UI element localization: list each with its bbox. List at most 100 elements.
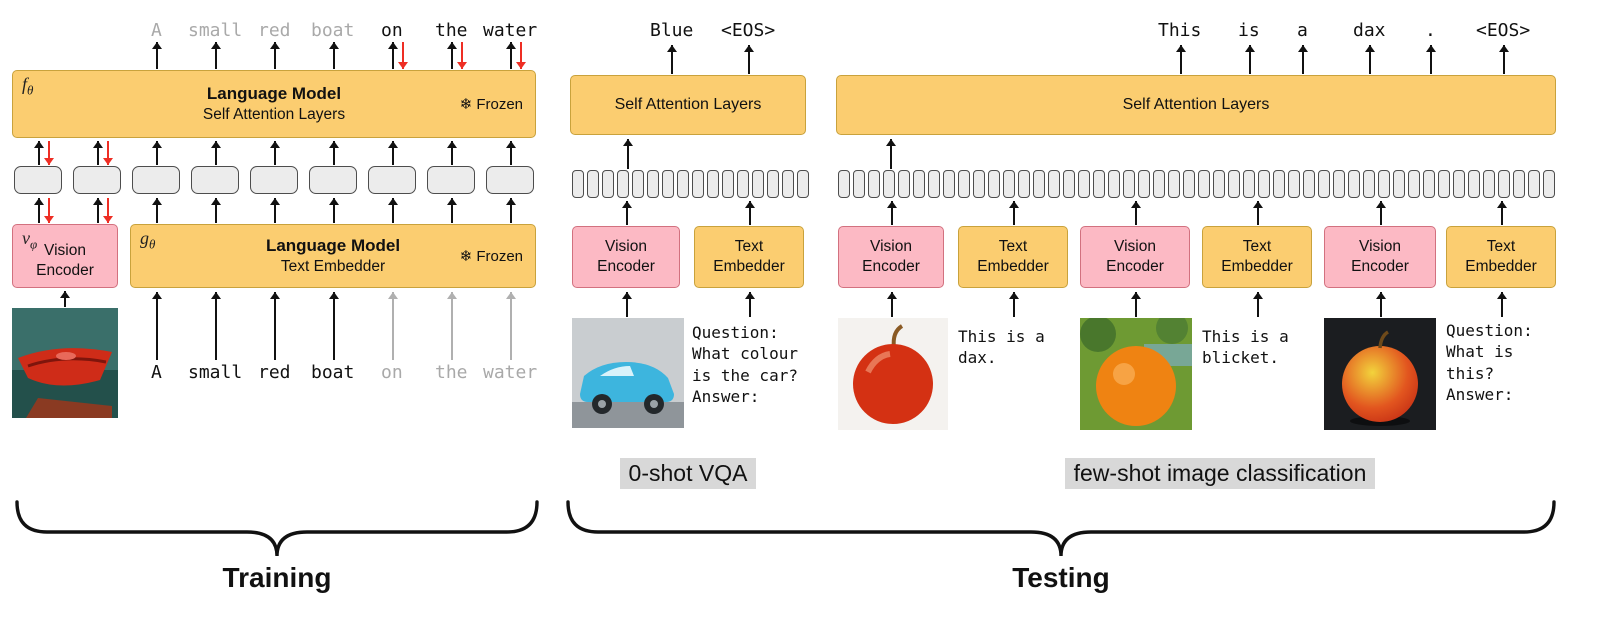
fewshot-caption-1: This is a dax. <box>958 327 1045 368</box>
embedding-token-slot <box>1303 170 1315 198</box>
flow-arrow <box>745 201 755 225</box>
fewshot-text-embedder-box-3: Text Embedder <box>1446 226 1556 288</box>
gradient-arrow <box>398 42 408 69</box>
frozen-badge: ❄ Frozen <box>459 248 523 265</box>
flow-arrow <box>93 198 103 223</box>
embedding-token-slot <box>928 170 940 198</box>
embedding-token-slot <box>14 166 62 194</box>
fewshot-vision-encoder-box-1: Vision Encoder <box>838 226 944 288</box>
embedding-token-slot <box>1048 170 1060 198</box>
embedding-token-slot <box>1183 170 1195 198</box>
fewshot-vision-encoder-box-3: Vision Encoder <box>1324 226 1436 288</box>
flow-arrow <box>1245 45 1255 74</box>
flow-arrow <box>388 42 398 69</box>
flow-arrow <box>622 292 632 317</box>
flow-arrow <box>388 198 398 223</box>
embedding-token-slot <box>1348 170 1360 198</box>
flow-arrow <box>152 42 162 69</box>
flow-arrow <box>152 292 162 360</box>
text-embedder-label: Text Embedder <box>713 237 785 275</box>
flow-arrow <box>1009 201 1019 225</box>
embedding-token-slot <box>617 170 629 198</box>
orange-photo <box>1080 318 1192 430</box>
flow-arrow <box>1298 45 1308 74</box>
self-attention-label: Self Attention Layers <box>1122 95 1270 113</box>
embedding-token-slot <box>853 170 865 198</box>
flow-arrow <box>1131 201 1141 225</box>
vqa-prompt-text: Question: What colour is the car? Answer… <box>692 323 798 407</box>
flow-arrow <box>506 198 516 223</box>
embedding-token-slot <box>368 166 416 194</box>
flow-arrow <box>447 141 457 165</box>
training-language-model-box: fθ Language Model Self Attention Layers … <box>12 70 536 138</box>
fewshot-embedding-row <box>838 170 1555 198</box>
embedding-token-slot <box>1033 170 1045 198</box>
flow-arrow <box>623 139 633 169</box>
flow-arrow <box>93 141 103 165</box>
input-token: A <box>151 362 162 383</box>
apple-photo <box>838 318 948 430</box>
flow-arrow <box>211 141 221 165</box>
embedding-token-slot <box>309 166 357 194</box>
flow-arrow <box>329 292 339 360</box>
vqa-vision-encoder-box: Vision Encoder <box>572 226 680 288</box>
apple2-illustration <box>1324 318 1436 430</box>
output-token: a <box>1297 20 1308 41</box>
flow-arrow <box>1253 201 1263 225</box>
training-text-embedder-box: gθ Language Model Text Embedder ❄ Frozen <box>130 224 536 288</box>
input-token: the <box>435 362 468 383</box>
flow-arrow <box>1376 201 1386 225</box>
embedding-token-slot <box>1513 170 1525 198</box>
flow-arrow <box>1497 292 1507 317</box>
input-token: water <box>483 362 538 383</box>
flow-arrow <box>211 42 221 69</box>
embedding-token-slot <box>1168 170 1180 198</box>
embedding-token-slot <box>1123 170 1135 198</box>
module-title: Language Model <box>265 235 401 255</box>
flow-arrow <box>329 42 339 69</box>
flow-arrow <box>1009 292 1019 317</box>
embedding-token-slot <box>677 170 689 198</box>
output-token: . <box>1425 20 1436 41</box>
embedding-token-slot <box>1363 170 1375 198</box>
embedding-token-slot <box>1483 170 1495 198</box>
vqa-section-label: 0-shot VQA <box>570 458 806 489</box>
output-token: water <box>483 20 538 41</box>
flow-arrow <box>329 198 339 223</box>
embedding-token-slot <box>1318 170 1330 198</box>
embedding-token-slot <box>1063 170 1075 198</box>
flow-arrow <box>1176 45 1186 74</box>
training-label: Training <box>222 562 332 593</box>
flow-arrow <box>1253 292 1263 317</box>
embedding-token-slot <box>752 170 764 198</box>
flow-arrow <box>1499 45 1509 74</box>
flow-arrow <box>887 292 897 317</box>
flow-arrow <box>1426 45 1436 74</box>
testing-label: Testing <box>1012 562 1110 593</box>
vision-encoder-label: Vision Encoder <box>1351 237 1409 275</box>
embedding-token-slot <box>602 170 614 198</box>
flow-arrow <box>60 291 70 307</box>
flow-arrow <box>1497 201 1507 225</box>
embedding-token-slot <box>250 166 298 194</box>
fewshot-self-attention-box: Self Attention Layers <box>836 75 1556 135</box>
output-token: small <box>188 20 243 41</box>
embedding-token-slot <box>1138 170 1150 198</box>
math-symbol-f-theta: fθ <box>22 74 34 98</box>
output-token: is <box>1238 20 1260 41</box>
flow-arrow <box>388 292 398 360</box>
embedding-token-slot <box>647 170 659 198</box>
flow-arrow <box>270 198 280 223</box>
embedding-token-slot <box>1078 170 1090 198</box>
embedding-token-slot <box>1273 170 1285 198</box>
vision-encoder-label: Vision Encoder <box>597 237 655 275</box>
module-subtitle: Text Embedder <box>280 257 386 275</box>
embedding-token-slot <box>73 166 121 194</box>
embedding-token-slot <box>1438 170 1450 198</box>
output-token: <EOS> <box>1476 20 1531 41</box>
embedding-token-slot <box>632 170 644 198</box>
embedding-token-slot <box>1453 170 1465 198</box>
embedding-token-slot <box>1543 170 1555 198</box>
flow-arrow <box>622 201 632 225</box>
